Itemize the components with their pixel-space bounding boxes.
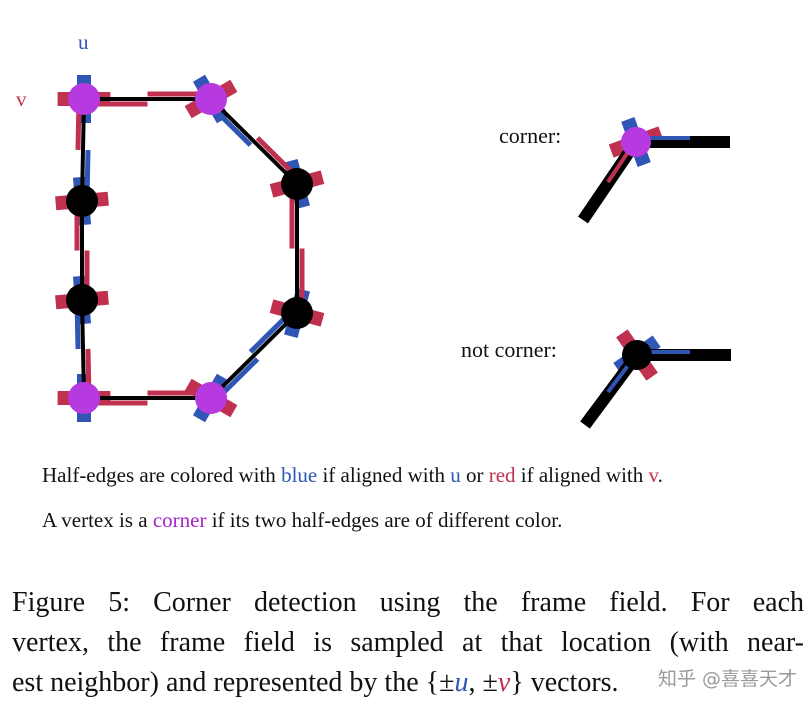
vertex [66, 284, 98, 316]
v-axis-label: v [16, 87, 27, 111]
legend-red-word: red [488, 463, 516, 487]
frame-field-diagram: u v corner: not corner: [16, 30, 731, 429]
caption-text: est neighbor) and represented by the {± [12, 667, 455, 698]
caption-line-3: est neighbor) and represented by the {±u… [12, 663, 804, 703]
caption-line-1: Figure 5: Corner detection using the fra… [12, 587, 804, 618]
corner-example-vertex [621, 127, 651, 157]
figure-caption: Figure 5: Corner detection using the fra… [12, 583, 804, 703]
legend-text: A vertex is a [42, 508, 153, 532]
caption-math-u: u [454, 667, 469, 698]
not-corner-example-label: not corner: [461, 337, 557, 362]
legend-text: or [460, 463, 489, 487]
polygon-edge-1-edge [209, 97, 299, 186]
legend-text: . [657, 463, 663, 487]
vertex [281, 168, 313, 200]
legend-text: if aligned with [515, 463, 649, 487]
corner-example-label: corner: [499, 123, 561, 148]
legend-blue-word: blue [281, 463, 318, 487]
polygon-edge-3-edge [209, 311, 299, 400]
legend-corner-word: corner [152, 508, 207, 532]
legend-line-2: A vertex is a corner if its two half-edg… [42, 507, 562, 533]
polygon-edge-7-edge [80, 98, 86, 202]
corner-example [578, 117, 730, 224]
corner-vertex [68, 83, 100, 115]
vertex [281, 297, 313, 329]
legend-v: v [648, 463, 658, 487]
legend-u: u [450, 463, 461, 487]
not-corner-example [580, 329, 731, 429]
u-axis-label: u [78, 30, 89, 54]
legend-text: if its two half-edges are of different c… [206, 508, 563, 532]
caption-text: } vectors. [510, 667, 619, 698]
corner-vertex [195, 382, 227, 414]
not-corner-example-vertex [622, 340, 652, 370]
caption-line-2: vertex, the frame field is sampled at th… [12, 627, 804, 658]
watermark: 知乎 @喜喜天才 [657, 668, 797, 690]
corner-vertex [195, 83, 227, 115]
vertex [66, 185, 98, 217]
caption-text: , ± [468, 667, 498, 698]
d-shape-polygon [55, 74, 325, 423]
polygon-edge-5-edge [80, 299, 86, 399]
legend-text: if aligned with [317, 463, 451, 487]
corner-vertex [68, 382, 100, 414]
legend-line-1: Half-edges are colored with blue if alig… [42, 462, 663, 488]
caption-math-v: v [497, 667, 511, 698]
legend-text: Half-edges are colored with [42, 463, 282, 487]
